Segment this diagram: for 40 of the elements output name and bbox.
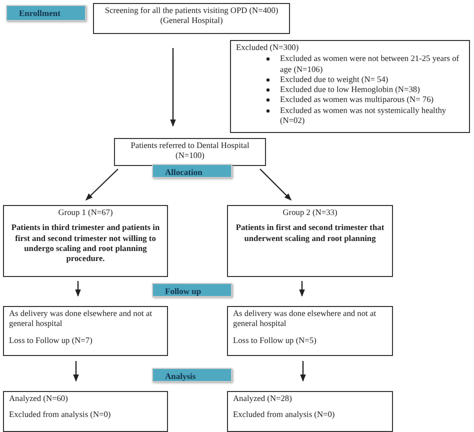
box-text: As delivery was done elsewhere and not at general hospital <box>9 309 154 330</box>
process-box <box>227 205 393 277</box>
box-text: Group 1 (N=67) <box>57 208 114 218</box>
box-text: Patients referred to Dental Hospital (N=100) <box>130 141 250 162</box>
box-text: Excluded from analysis (N=0) <box>233 410 336 420</box>
box-text: Patients in third trimester and patients in first and second trimester not willing to undergo scaling and root planning procedure. <box>10 223 161 264</box>
bullet-item: Excluded as women were not between 21-25 years of age (N=106) <box>280 54 460 75</box>
box-text: Loss to Follow up (N=7) <box>9 336 94 346</box>
box-text: As delivery was done elsewhere and not at general hospital <box>233 309 378 330</box>
box-text: Patients in first and second trimester that underwent scaling and root planning <box>234 223 386 244</box>
arrow <box>85 168 118 200</box>
arrow <box>73 361 79 382</box>
box-text: Loss to Follow up (N=5) <box>233 336 318 346</box>
box-text: Analyzed (N=60) <box>9 394 69 404</box>
bullet-item: Excluded due to weight (N= 54) <box>280 74 390 85</box>
process-box <box>3 391 168 432</box>
box-text: Group 2 (N=33) <box>282 208 338 218</box>
section-label: Allocation <box>152 164 232 178</box>
process-box <box>227 391 393 432</box>
arrow <box>260 168 292 200</box>
process-box <box>3 205 168 277</box>
arrow <box>75 281 81 297</box>
arrow <box>300 361 306 382</box>
process-box <box>114 138 266 166</box>
arrow <box>170 48 176 127</box>
section-label: Analysis <box>152 368 232 382</box>
process-box <box>93 3 290 34</box>
section-label: Enrollment <box>6 5 86 21</box>
box-heading: Excluded (N=300) <box>236 43 300 54</box>
box-text: Excluded from analysis (N=0) <box>9 410 112 420</box>
exclusion-box <box>230 40 470 133</box>
process-box <box>3 306 168 356</box>
box-text: Screening for all the patients visiting OPD (N=400) (General Hospital) <box>104 6 280 26</box>
bullet-item: Excluded as women was multiparous (N= 76) <box>280 95 435 106</box>
arrow <box>299 281 305 297</box>
bullet-item: Excluded due to low Hemoglobin (N=38) <box>280 85 421 96</box>
section-label: Follow up <box>152 283 232 297</box>
bullet-item: Excluded as women was not systemically healthy (N=02) <box>280 106 448 126</box>
process-box <box>227 306 393 356</box>
box-text: Analyzed (N=28) <box>233 394 293 404</box>
